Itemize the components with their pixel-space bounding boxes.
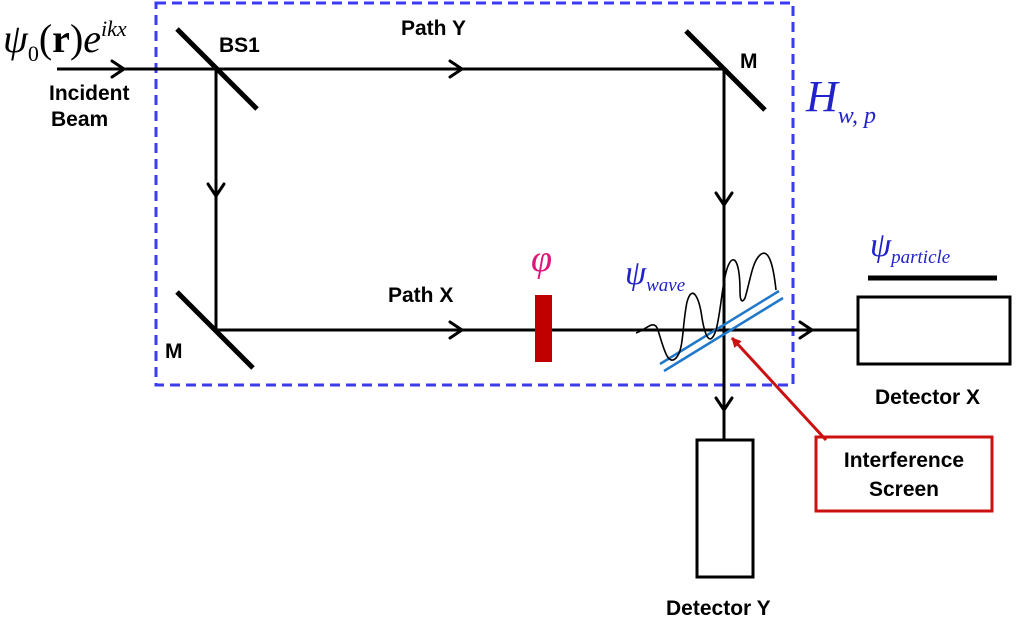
hamiltonian-frame [154, 1, 795, 387]
beam-arrows [110, 59, 814, 412]
path-y-label: Path Y [401, 17, 466, 40]
hamiltonian-label: Hw, p [805, 72, 876, 129]
callout-label-1: Interference [844, 449, 964, 472]
incident-beam-label-2: Beam [51, 108, 108, 131]
callout-arrow [730, 336, 828, 442]
output-x-arrow-icon [798, 320, 814, 340]
wave-label: ψwave [625, 255, 685, 296]
mirror-bottom-left [175, 290, 255, 370]
incident-beam-label-1: Incident [49, 82, 130, 105]
mirror-top-right [684, 29, 767, 112]
detector-x-label: Detector X [875, 386, 980, 409]
incident-arrow-icon [110, 59, 126, 79]
particle-label: ψparticle [870, 227, 950, 268]
callout-box [814, 435, 994, 513]
detector-x [856, 295, 1012, 366]
phase-label: φ [531, 238, 552, 280]
path-x-arrow-icon [448, 320, 464, 340]
interference-wave [635, 252, 777, 361]
incident-wavefunction: ψ0(r)eikx [3, 16, 127, 66]
output-y-arrow-icon [714, 396, 734, 412]
left-down-arrow-icon [206, 182, 226, 198]
phase-shifter [535, 295, 552, 362]
right-down-arrow-icon [714, 191, 734, 207]
detector-y-label: Detector Y [666, 597, 771, 620]
mirror-top-label: M [740, 50, 758, 73]
path-y-arrow-icon [448, 59, 464, 79]
mirror-bottom-label: M [165, 340, 183, 363]
detector-y [695, 438, 755, 579]
beam-splitter-bs1 [175, 27, 259, 111]
path-x-label: Path X [388, 284, 453, 307]
bs1-label: BS1 [219, 34, 260, 57]
callout-label-2: Screen [869, 478, 939, 501]
optics [175, 27, 767, 370]
